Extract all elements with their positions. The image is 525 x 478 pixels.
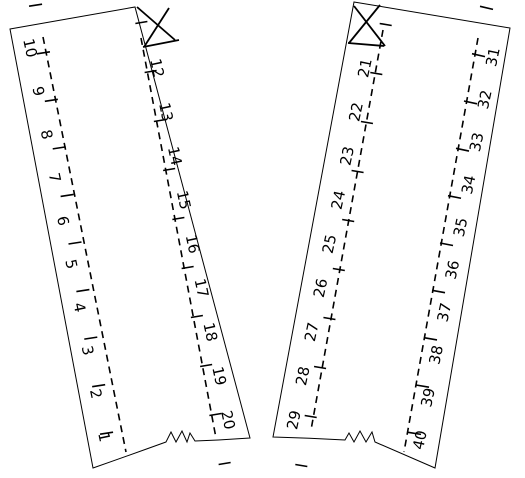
- stall-number-15: 15: [173, 189, 195, 211]
- stall-number-19: 19: [208, 365, 230, 387]
- stall-number-16: 16: [182, 233, 204, 255]
- stall-number-1: 1: [94, 430, 114, 443]
- x-box-icon: [136, 6, 180, 48]
- stall-number-3: 3: [78, 344, 98, 357]
- right-block-outline: [272, 1, 511, 469]
- stall-tick: [360, 120, 374, 125]
- stall-tick: [199, 363, 213, 368]
- stall-number-40: 40: [409, 429, 431, 451]
- stall-tick: [407, 431, 422, 436]
- stall-tick: [153, 118, 167, 123]
- stall-number-33: 33: [466, 131, 488, 153]
- stall-number-29: 29: [283, 409, 305, 431]
- left-block: 10 9 8 7 6 5 4 3 2 1 12 13 14 15 16 17 18 19 20: [9, 3, 251, 469]
- stall-tick: [218, 461, 231, 466]
- stall-number-23: 23: [336, 145, 358, 167]
- stall-tick: [92, 383, 106, 388]
- stall-number-32: 32: [474, 88, 496, 110]
- left-inner-divider: [140, 37, 217, 439]
- stall-tick: [181, 265, 194, 270]
- stall-number-8: 8: [37, 128, 57, 141]
- stall-tick: [135, 20, 148, 25]
- stall-tick: [44, 98, 58, 103]
- stall-number-20: 20: [217, 409, 239, 431]
- stall-tick: [99, 431, 114, 436]
- stall-tick: [455, 147, 470, 152]
- stall-number-10: 10: [19, 37, 41, 59]
- stall-tick: [379, 22, 392, 27]
- stall-number-14: 14: [164, 145, 186, 167]
- stall-number-36: 36: [442, 259, 464, 281]
- stall-number-4: 4: [70, 301, 90, 314]
- stall-number-18: 18: [199, 321, 221, 343]
- stall-tick: [479, 5, 494, 11]
- stall-tick: [370, 71, 383, 76]
- stall-number-24: 24: [328, 189, 350, 211]
- stall-tick: [342, 218, 355, 223]
- stall-tick: [68, 241, 82, 245]
- stall-number-25: 25: [319, 233, 341, 255]
- stall-tick: [323, 316, 336, 321]
- stall-tick: [313, 365, 327, 370]
- stall-tick: [332, 267, 345, 272]
- stall-tick: [423, 336, 438, 341]
- stall-tick: [351, 169, 364, 174]
- stall-tick: [295, 463, 308, 468]
- stall-number-35: 35: [450, 216, 472, 238]
- stall-tick: [84, 336, 98, 340]
- right-inner-divider: [310, 29, 384, 431]
- stall-tick: [60, 193, 74, 198]
- stall-number-39: 39: [417, 386, 439, 408]
- left-outer-divider: [42, 36, 127, 453]
- stall-number-7: 7: [45, 171, 65, 184]
- left-block-outline: [9, 6, 251, 469]
- right-stall-labels: 29 28 27 26 25 24 23 22 21 31 32 33 34 35 36 37 38 39 40: [283, 46, 504, 451]
- stall-number-12: 12: [146, 57, 168, 79]
- stall-tick: [172, 216, 185, 221]
- stall-tick: [190, 314, 204, 319]
- stall-tick: [144, 69, 157, 74]
- stall-number-28: 28: [292, 365, 314, 387]
- right-outer-divider: [403, 37, 479, 453]
- stall-number-5: 5: [61, 258, 81, 271]
- stall-tick: [52, 146, 66, 150]
- left-stall-ticks: [28, 3, 231, 466]
- stall-tick: [439, 242, 454, 247]
- stall-tick: [431, 289, 446, 294]
- right-block: 29 28 27 26 25 24 23 22 21 31 32 33 34 35 36 37 38 39 40: [272, 1, 511, 469]
- stall-tick: [447, 194, 462, 200]
- stall-number-38: 38: [425, 344, 447, 366]
- stall-number-22: 22: [345, 101, 367, 123]
- stall-tick: [162, 167, 176, 172]
- stall-number-9: 9: [28, 85, 48, 98]
- stall-tick: [76, 288, 90, 293]
- stall-number-2: 2: [86, 387, 106, 400]
- stall-number-31: 31: [482, 46, 504, 68]
- stall-tick: [36, 50, 51, 55]
- stall-number-37: 37: [434, 301, 456, 323]
- stall-tick: [415, 384, 430, 388]
- left-stall-labels: 10 9 8 7 6 5 4 3 2 1 12 13 14 15 16 17 18 19 20: [19, 37, 239, 444]
- stall-number-17: 17: [191, 277, 213, 299]
- stall-number-21: 21: [354, 57, 376, 79]
- stall-number-34: 34: [458, 173, 480, 195]
- stall-tick: [28, 3, 43, 8]
- stall-tick: [471, 52, 486, 58]
- right-stall-ticks: [295, 5, 494, 468]
- stall-number-27: 27: [301, 321, 323, 343]
- stall-number-6: 6: [53, 214, 73, 227]
- x-box-icon: [347, 4, 386, 47]
- stall-number-26: 26: [310, 277, 332, 299]
- stall-tick: [304, 414, 317, 419]
- stall-tick: [463, 100, 478, 105]
- stall-number-13: 13: [155, 101, 177, 123]
- stall-tick: [209, 412, 222, 417]
